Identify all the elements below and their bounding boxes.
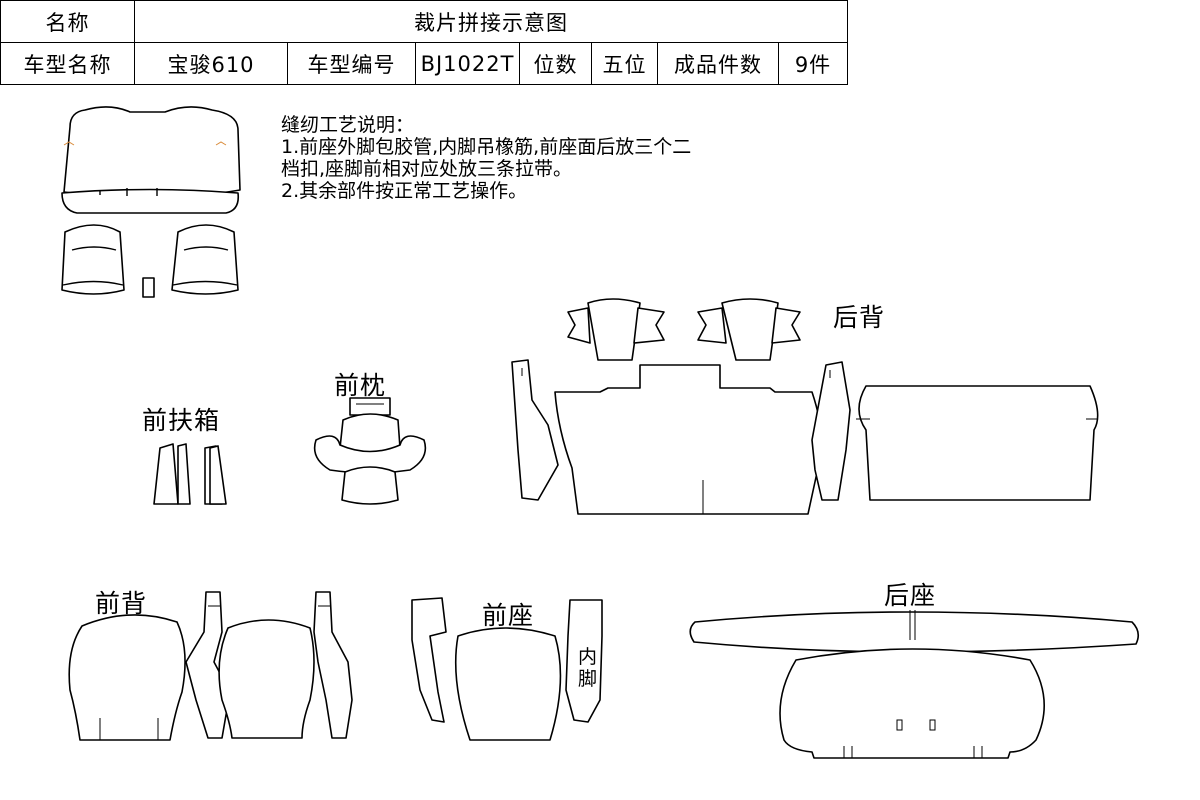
diagram-title-cell: 裁片拼接示意图 [134, 0, 848, 43]
front-back-right-panel [218, 619, 315, 739]
front-seat-pieces [411, 597, 603, 741]
rear-back-left-side-strip [511, 359, 559, 501]
rear-seat-top-panel [689, 611, 1140, 653]
model-name-label-cell: 车型名称 [0, 42, 135, 85]
rear-seat-main-panel [779, 648, 1045, 759]
label-front-back: 前背 [95, 589, 148, 618]
notes-line-1: 1.前座外脚包胶管,内脚吊橡筋,前座面后放三个二 [281, 136, 692, 158]
label-front-seat: 前座 [482, 601, 535, 630]
label-front-pillow: 前枕 [334, 371, 387, 400]
label-rear-seat: 后座 [884, 581, 937, 610]
rear-back-wing-pieces [567, 298, 801, 361]
notes-line-2: 档扣,座脚前相对应处放三条拉带。 [281, 158, 573, 180]
front-seat-left-strip [411, 597, 447, 723]
front-seat-main-panel [454, 627, 562, 741]
label-front-armrest: 前扶箱 [142, 406, 221, 435]
notes-title: 缝纫工艺说明： [281, 114, 415, 136]
rear-seat-pieces [689, 610, 1140, 759]
model-name-value-cell: 宝骏610 [134, 42, 288, 85]
front-armrest-pieces [153, 443, 227, 505]
label-inner-foot-char-1: 内 [578, 646, 598, 668]
name-label-cell: 名称 [0, 0, 135, 43]
model-no-label-cell: 车型编号 [287, 42, 416, 85]
assembled-seat-preview [61, 106, 241, 298]
rear-back-main-panel [554, 364, 823, 515]
front-back-pieces [68, 591, 353, 741]
front-back-left-strip [185, 591, 231, 739]
label-inner-foot: 内 脚 [578, 646, 597, 690]
spec-row-details: 车型名称 宝骏610 车型编号 BJ1022T 位数 五位 成品件数 9件 [0, 42, 848, 85]
label-inner-foot-char-2: 脚 [578, 668, 598, 690]
rear-back-upper-panel [858, 385, 1099, 501]
spec-row-title: 名称 裁片拼接示意图 [0, 0, 848, 43]
spec-table: 名称 裁片拼接示意图 车型名称 宝骏610 车型编号 BJ1022T 位数 五位… [0, 0, 848, 85]
pieces-value-cell: 9件 [778, 42, 848, 85]
rear-back-right-side-strip [811, 361, 851, 501]
pieces-label-cell: 成品件数 [657, 42, 779, 85]
label-rear-back: 后背 [833, 303, 886, 332]
notes-line-3: 2.其余部件按正常工艺操作。 [281, 180, 528, 202]
front-back-main-panel [68, 614, 186, 741]
sewing-notes: 缝纫工艺说明： 1.前座外脚包胶管,内脚吊橡筋,前座面后放三个二 档扣,座脚前相… [281, 114, 691, 202]
front-seat-inner-foot-strip [565, 599, 603, 723]
front-pillow-pieces [313, 397, 427, 505]
seats-label-cell: 位数 [519, 42, 592, 85]
model-no-value-cell: BJ1022T [415, 42, 520, 85]
front-back-right-strip [313, 591, 353, 739]
seats-value-cell: 五位 [591, 42, 658, 85]
